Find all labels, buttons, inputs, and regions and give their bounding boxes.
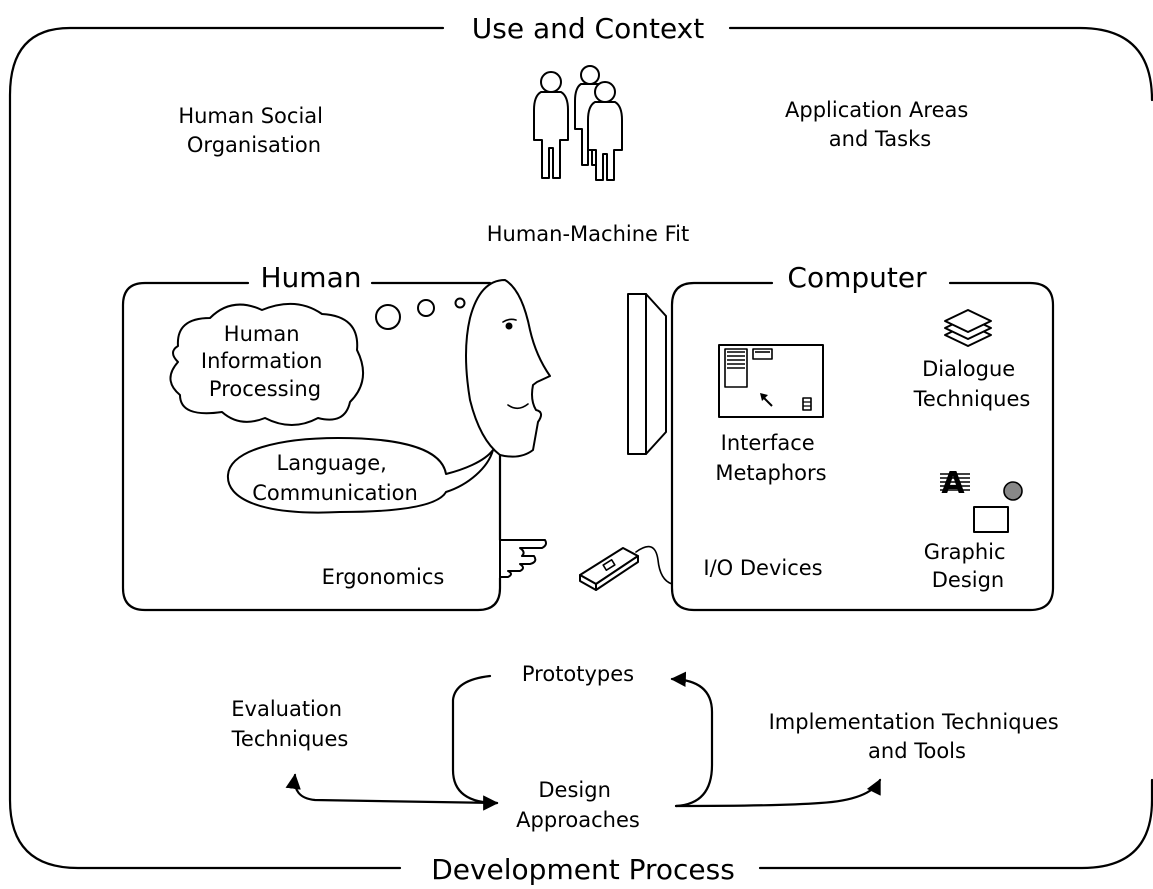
social-organisation-label: Human Social Organisation xyxy=(178,104,329,157)
design-to-prototypes-arc xyxy=(670,671,714,808)
graphic-design-icon: A xyxy=(940,466,1023,533)
thought-bubbles-icon xyxy=(375,297,466,330)
language-label: Language, Communication xyxy=(252,451,418,505)
application-areas-label: Application Areas and Tasks xyxy=(785,98,975,151)
pointing-hand-icon xyxy=(499,539,547,578)
prototypes-to-design-arc xyxy=(451,674,499,811)
layers-icon xyxy=(944,309,992,347)
computer-title: Computer xyxy=(787,261,927,294)
implementation-label: Implementation Techniques and Tools xyxy=(769,710,1066,763)
human-title: Human xyxy=(261,261,362,294)
development-process-title: Development Process xyxy=(431,853,735,886)
language-speech-bubble xyxy=(226,437,494,514)
monitor-icon xyxy=(627,293,667,455)
ergonomics-label: Ergonomics xyxy=(322,565,445,589)
human-head-icon xyxy=(465,279,551,458)
desktop-metaphor-icon xyxy=(718,344,824,418)
human-box xyxy=(121,281,502,612)
dialogue-techniques-label: Dialogue Techniques xyxy=(913,357,1031,411)
people-icon xyxy=(533,65,623,181)
information-processing-label: Human Information Processing xyxy=(201,322,329,401)
design-approaches-label: Design Approaches xyxy=(516,778,640,832)
mouse-icon xyxy=(579,545,673,591)
io-devices-label: I/O Devices xyxy=(703,556,822,580)
prototypes-label: Prototypes xyxy=(522,662,634,686)
information-processing-cloud xyxy=(169,302,365,426)
use-context-title: Use and Context xyxy=(472,12,704,45)
design-to-implementation-arrow xyxy=(674,778,882,808)
computer-box xyxy=(670,281,1055,612)
interface-metaphors-label: Interface Metaphors xyxy=(715,431,826,485)
evaluation-techniques-label: Evaluation Techniques xyxy=(231,697,349,751)
svg-text:A: A xyxy=(941,466,965,501)
outer-frame xyxy=(8,26,1153,870)
graphic-design-label: Graphic Design xyxy=(924,540,1012,592)
evaluation-to-design-arrow xyxy=(285,773,499,805)
human-machine-fit-label: Human-Machine Fit xyxy=(487,222,690,246)
